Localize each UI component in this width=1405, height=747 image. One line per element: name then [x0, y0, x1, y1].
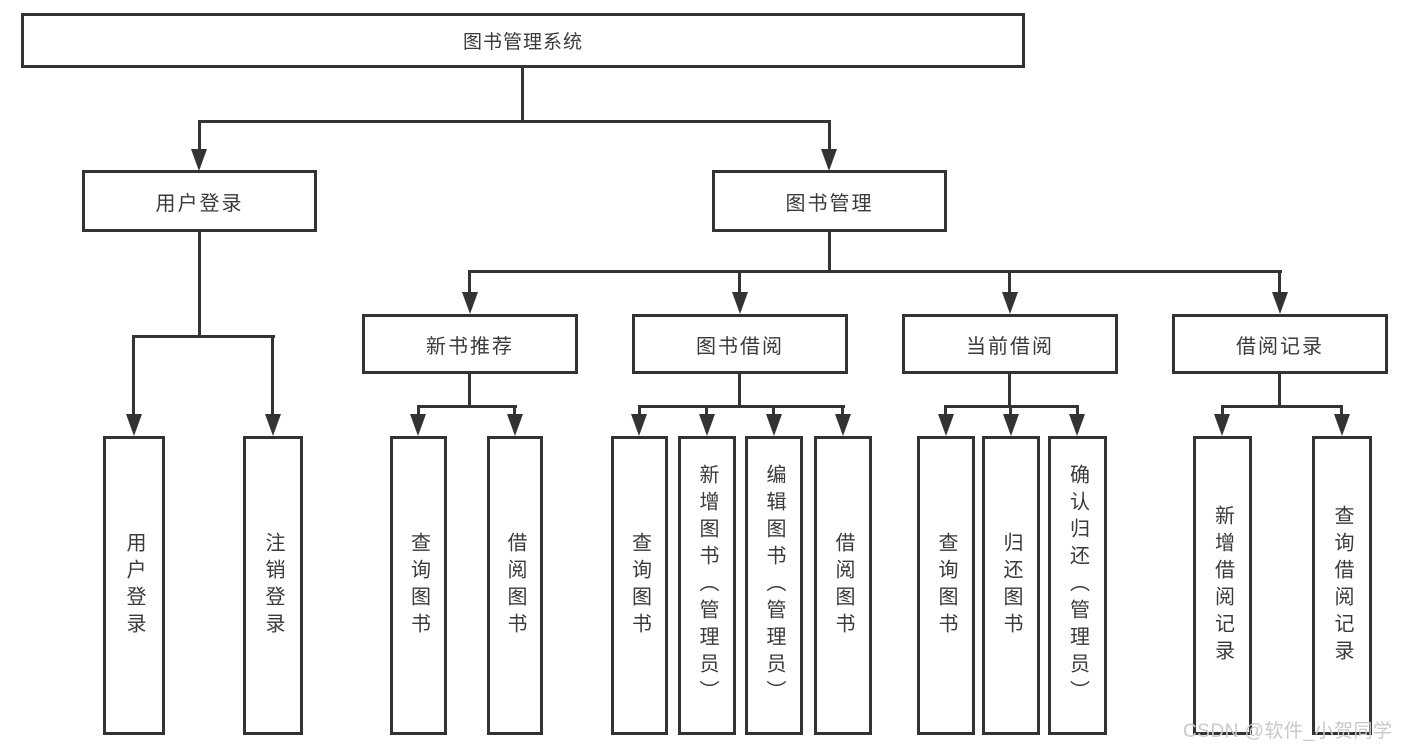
- tree-edge-line: [1009, 405, 1012, 417]
- tree-edge-arrow: [126, 414, 142, 436]
- node-book-borrowing: 图书借阅: [632, 314, 848, 374]
- tree-edge-arrow: [938, 414, 954, 436]
- tree-edge-line: [638, 405, 845, 408]
- tree-edge-line: [132, 335, 135, 415]
- node-borrowing-records: 借阅记录: [1172, 314, 1388, 374]
- tree-edge-line: [828, 232, 831, 273]
- tree-edge-arrow: [1069, 414, 1085, 436]
- leaf-edit-books-admin: 编辑图书（管理员）: [745, 436, 803, 735]
- tree-edge-line: [1221, 405, 1343, 408]
- node-current-borrowing: 当前借阅: [902, 314, 1118, 374]
- tree-edge-line: [772, 405, 775, 417]
- tree-edge-arrow: [732, 292, 748, 314]
- tree-edge-line: [1008, 374, 1011, 408]
- tree-edge-arrow: [462, 292, 478, 314]
- node-book-management: 图书管理: [712, 170, 947, 232]
- node-book-management-system: 图书管理系统: [21, 13, 1025, 68]
- tree-edge-line: [521, 66, 524, 123]
- leaf-borrow-books-borrowing: 借阅图书: [814, 436, 872, 735]
- tree-edge-line: [468, 270, 1282, 273]
- tree-edge-line: [132, 335, 275, 338]
- tree-edge-line: [1278, 374, 1281, 408]
- tree-edge-arrow: [1272, 292, 1288, 314]
- tree-edge-line: [738, 374, 741, 408]
- tree-edge-line: [1076, 405, 1079, 417]
- tree-edge-line: [468, 374, 471, 408]
- tree-edge-line: [1221, 405, 1224, 417]
- leaf-query-books-recommend: 查询图书: [390, 436, 447, 735]
- tree-edge-line: [513, 405, 516, 417]
- tree-edge-line: [705, 405, 708, 417]
- leaf-add-books-admin: 新增图书（管理员）: [678, 436, 736, 735]
- tree-edge-arrow: [507, 414, 523, 436]
- tree-edge-line: [638, 405, 641, 417]
- leaf-query-books-borrowing: 查询图书: [611, 436, 668, 735]
- tree-edge-line: [828, 120, 831, 153]
- tree-edge-arrow: [631, 414, 647, 436]
- leaf-logout: 注销登录: [243, 436, 303, 735]
- tree-edge-line: [417, 405, 420, 417]
- tree-edge-arrow: [766, 414, 782, 436]
- leaf-borrow-books-recommend: 借阅图书: [487, 436, 543, 735]
- tree-edge-arrow: [1003, 414, 1019, 436]
- node-user-login: 用户登录: [82, 170, 317, 232]
- tree-edge-line: [1278, 270, 1281, 293]
- tree-edge-arrow: [821, 149, 837, 171]
- tree-edge-arrow: [410, 414, 426, 436]
- tree-edge-arrow: [699, 414, 715, 436]
- tree-edge-line: [198, 120, 201, 153]
- leaf-add-borrow-record: 新增借阅记录: [1193, 436, 1252, 735]
- tree-edge-arrow: [191, 149, 207, 171]
- tree-edge-line: [738, 270, 741, 293]
- tree-edge-arrow: [1002, 292, 1018, 314]
- leaf-query-borrow-record: 查询借阅记录: [1312, 436, 1372, 735]
- tree-edge-line: [198, 232, 201, 338]
- leaf-query-books-current: 查询图书: [917, 436, 975, 735]
- csdn-watermark: CSDN @软件_小贺同学: [1183, 721, 1393, 742]
- tree-edge-line: [417, 405, 517, 408]
- tree-edge-line: [468, 270, 471, 293]
- tree-edge-arrow: [265, 414, 281, 436]
- node-new-book-recommend: 新书推荐: [362, 314, 578, 374]
- tree-edge-arrow: [1214, 414, 1230, 436]
- leaf-return-books: 归还图书: [982, 436, 1040, 735]
- tree-edge-arrow: [1334, 414, 1350, 436]
- leaf-confirm-return-admin: 确认归还（管理员）: [1048, 436, 1107, 735]
- tree-edge-line: [198, 120, 831, 123]
- tree-edge-line: [841, 405, 844, 417]
- tree-edge-line: [944, 405, 947, 417]
- tree-edge-line: [271, 335, 274, 415]
- tree-edge-arrow: [835, 414, 851, 436]
- tree-edge-line: [1340, 405, 1343, 417]
- tree-edge-line: [1008, 270, 1011, 293]
- leaf-user-login: 用户登录: [103, 436, 165, 735]
